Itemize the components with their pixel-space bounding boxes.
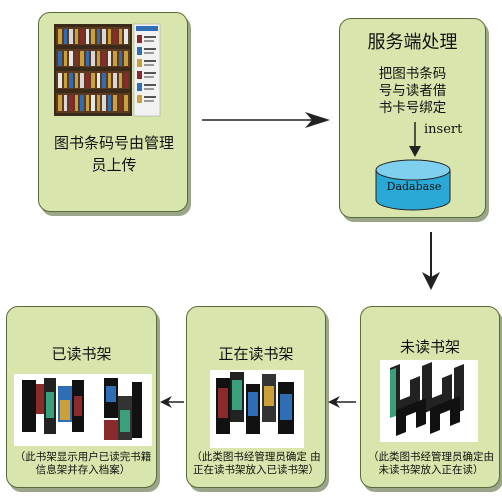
server-caption: 把图书条码 号与读者借 书卡号绑定	[355, 66, 470, 117]
reading-shelf-title: 正在读书架	[218, 345, 294, 363]
upload-box	[38, 12, 188, 212]
arrow-server-to-unread	[422, 232, 440, 290]
upload-caption: 图书条码号由管理员上传	[53, 134, 174, 174]
arrow-reading-to-read	[160, 396, 184, 408]
server-caption-line-3: 书卡号绑定	[378, 100, 447, 116]
insert-label: insert	[424, 122, 463, 137]
arrow-upload-to-server	[202, 112, 330, 128]
database-label: Dadabase	[386, 180, 442, 193]
arrow-unread-to-reading	[328, 396, 356, 408]
read-shelf-title: 已读书架	[51, 345, 112, 363]
server-title: 服务端处理	[367, 32, 458, 53]
server-caption-line-2: 号与读者借	[378, 83, 447, 99]
reading-shelf-note: （此类图书经管理员确定 由正在读书架放入已读书架）	[191, 451, 321, 476]
unread-shelf-title: 未读书架	[399, 338, 460, 356]
read-shelf-note: （此书架显示用户已读完书籍信息架并存入档案）	[14, 451, 152, 476]
server-caption-line-1: 把图书条码	[378, 66, 447, 82]
unread-shelf-note: （此类图书经管理员确定由未读书架放入正在读）	[368, 451, 494, 476]
